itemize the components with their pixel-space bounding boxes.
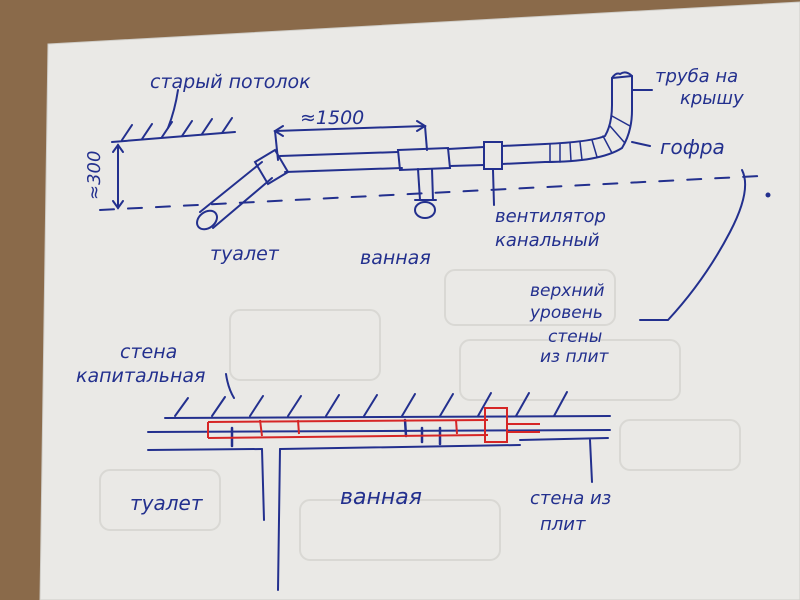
- show-through-shapes: [99, 269, 741, 561]
- roof-pipe-label-line1: труба на: [655, 66, 738, 87]
- ceiling-pointer: [167, 89, 179, 129]
- capital-wall-pointer: [225, 373, 235, 399]
- corrugated-hose-outer: [544, 75, 633, 163]
- duct-fan: [483, 141, 503, 170]
- paper-sheet: [40, 2, 800, 600]
- capital-wall-label-line2: капитальная: [76, 365, 205, 387]
- fan-label-line1: вентилятор: [495, 206, 606, 227]
- bathroom-tee: [396, 146, 452, 172]
- length-dimension-line: [274, 125, 426, 132]
- bathroom-label-plan: ванная: [340, 485, 422, 510]
- bathroom-label-top: ванная: [360, 247, 431, 269]
- capital-wall-label-line1: стена: [120, 341, 177, 363]
- old-ceiling-label: старый потолок: [150, 71, 311, 93]
- toilet-label-top: туалет: [210, 243, 280, 265]
- height-dimension-label: ≈300: [84, 151, 105, 200]
- upper-level-label-line3: стены: [548, 327, 602, 347]
- slab-wall-label-line1: стена из: [530, 488, 611, 509]
- fan-label-line2: канальный: [495, 230, 600, 251]
- upper-level-pointer: [639, 169, 747, 321]
- upper-level-label-line2: уровень: [529, 303, 603, 323]
- upper-level-label-line4: из плит: [540, 347, 610, 367]
- plan-duct-red: [207, 407, 540, 443]
- gofra-label: гофра: [660, 135, 725, 159]
- length-dimension-label: ≈1500: [300, 107, 364, 129]
- section-view-drawing: [99, 71, 771, 321]
- slab-wall-label-line2: плит: [540, 514, 586, 535]
- old-ceiling-line: [111, 131, 236, 143]
- upper-level-label-line1: верхний: [530, 281, 605, 301]
- partition-right: [277, 448, 281, 591]
- partition-left: [261, 448, 265, 521]
- capital-wall-line: [164, 415, 611, 419]
- roof-pipe-label-line2: крышу: [680, 88, 744, 109]
- capital-wall-hatch: [174, 391, 568, 417]
- fan-pointer: [492, 169, 495, 206]
- old-ceiling-hatch: [121, 117, 233, 141]
- plan-view-drawing: [147, 373, 611, 591]
- toilet-label-plan: туалет: [130, 491, 204, 515]
- slab-wall-pointer: [589, 439, 593, 483]
